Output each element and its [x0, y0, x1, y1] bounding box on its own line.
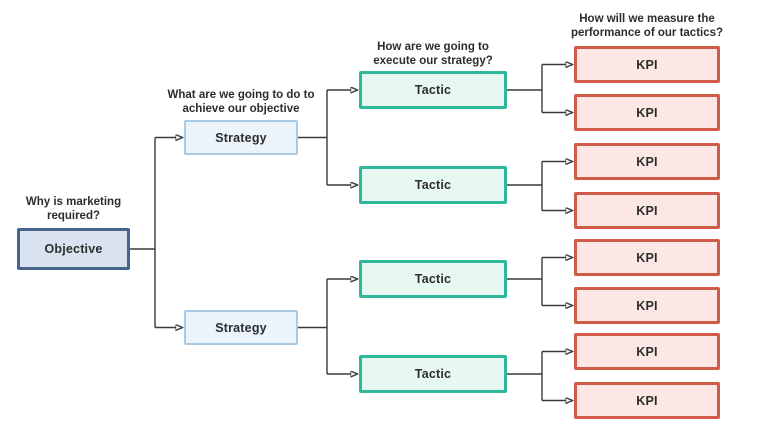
question-strategy: What are we going to do to achieve our o… [167, 89, 315, 115]
kpi-node-4: KPI [574, 192, 720, 229]
tactic-node-1: Tactic [359, 71, 507, 109]
connector-strategy-2-trunk [298, 279, 328, 374]
objective-node: Objective [17, 228, 130, 270]
connector-tactic-4-trunk [507, 351, 543, 401]
strategy-node-1: Strategy [184, 120, 298, 155]
kpi-node-6: KPI [574, 287, 720, 324]
question-tactic: How are we going to execute our strategy… [373, 41, 493, 67]
kpi-node-7: KPI [574, 333, 720, 370]
connector-tactic-2-trunk [507, 161, 543, 211]
connector-strategy-1-trunk [298, 90, 328, 185]
kpi-node-3: KPI [574, 143, 720, 180]
tactic-node-2: Tactic [359, 166, 507, 204]
tactic-node-3: Tactic [359, 260, 507, 298]
connector-tactic-3-trunk [507, 257, 543, 306]
kpi-node-5: KPI [574, 239, 720, 276]
tactic-node-4: Tactic [359, 355, 507, 393]
connector-objective-trunk [130, 137, 156, 328]
kpi-node-1: KPI [574, 46, 720, 83]
kpi-node-2: KPI [574, 94, 720, 131]
kpi-node-8: KPI [574, 382, 720, 419]
strategy-node-2: Strategy [184, 310, 298, 345]
question-kpi: How will we measure the performance of o… [570, 13, 724, 39]
connector-tactic-1-trunk [507, 64, 543, 113]
question-objective: Why is marketing required? [25, 196, 122, 222]
